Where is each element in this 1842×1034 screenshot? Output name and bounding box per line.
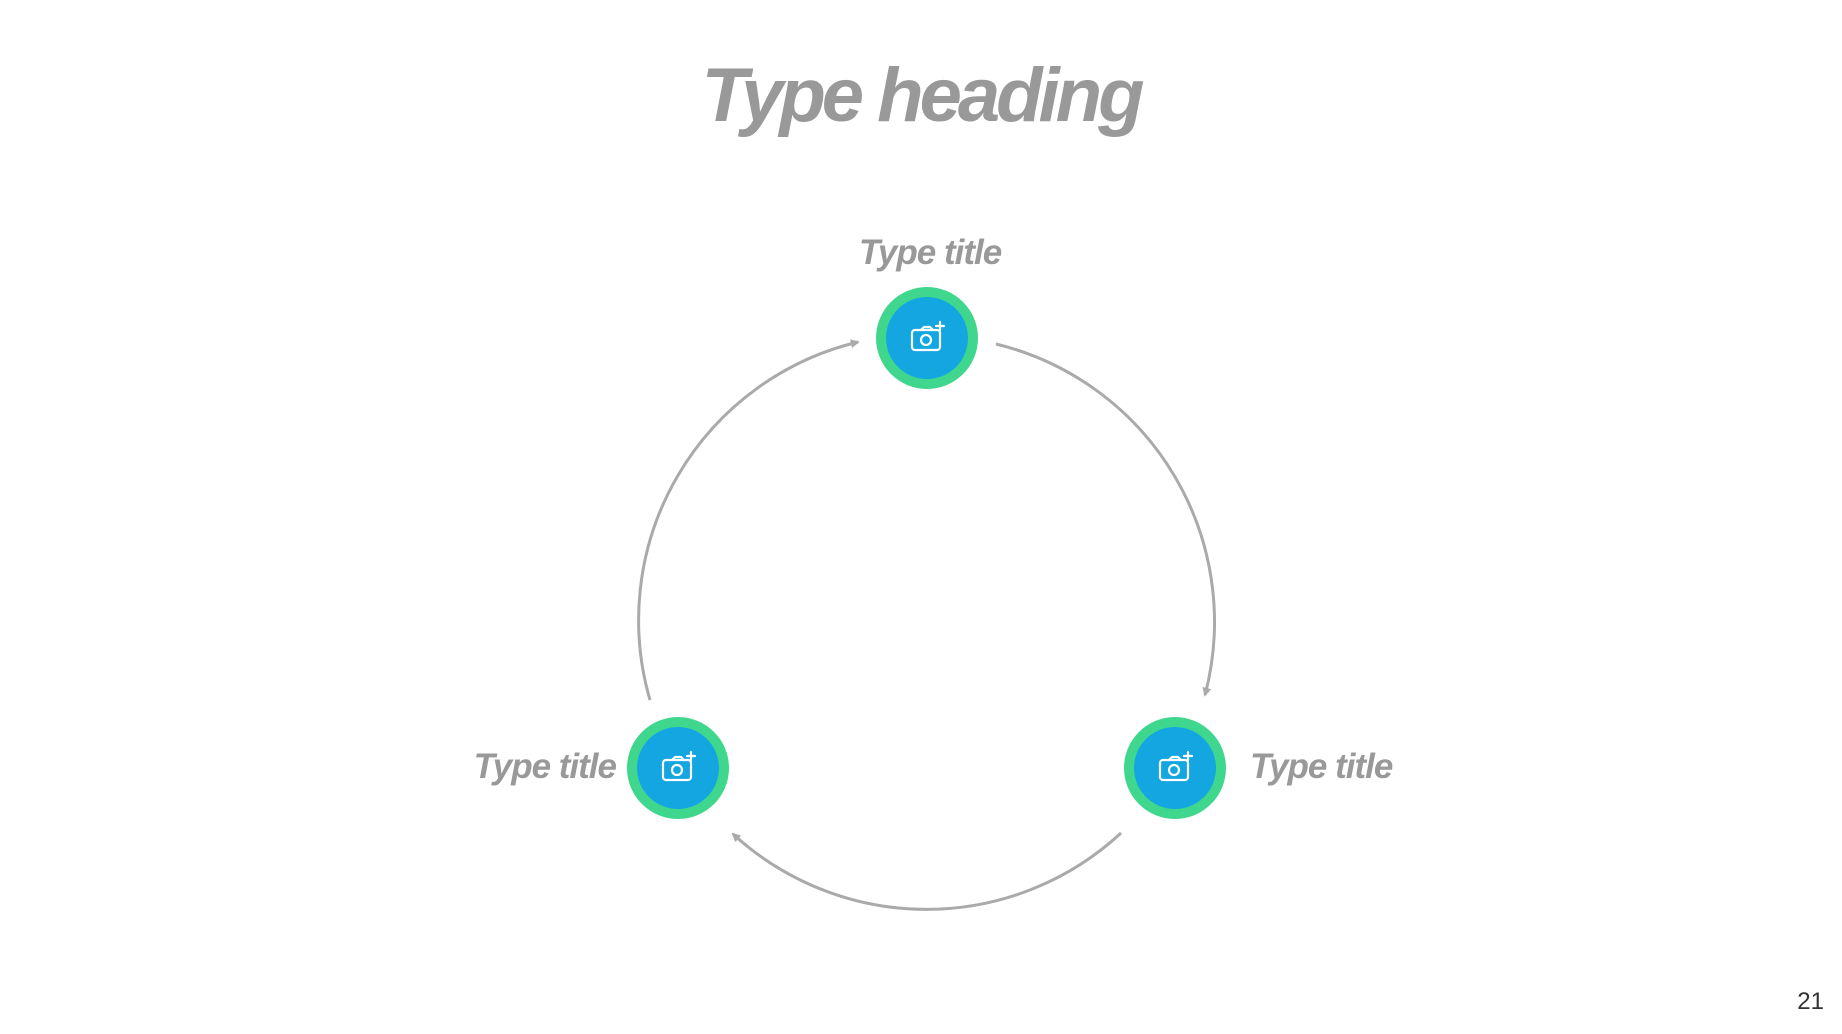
cycle-node-bottom-right[interactable] [1124, 717, 1226, 819]
node-title-top[interactable]: Type title [859, 233, 1003, 272]
page-number: 21 [1797, 988, 1824, 1015]
node-circle [637, 727, 719, 809]
node-circle [1134, 727, 1216, 809]
slide-heading[interactable]: Type heading [701, 53, 1144, 138]
cycle-node-top[interactable] [876, 287, 978, 389]
node-title-bottom-right[interactable]: Type title [1250, 747, 1394, 786]
node-title-bottom-left[interactable]: Type title [474, 747, 618, 786]
arrow-bottom-right-to-bottom-left [731, 831, 1123, 911]
node-circle [886, 297, 968, 379]
arrow-bottom-left-to-top [637, 339, 860, 701]
cycle-node-bottom-left[interactable] [627, 717, 729, 819]
arrow-top-to-bottom-right [995, 342, 1216, 697]
